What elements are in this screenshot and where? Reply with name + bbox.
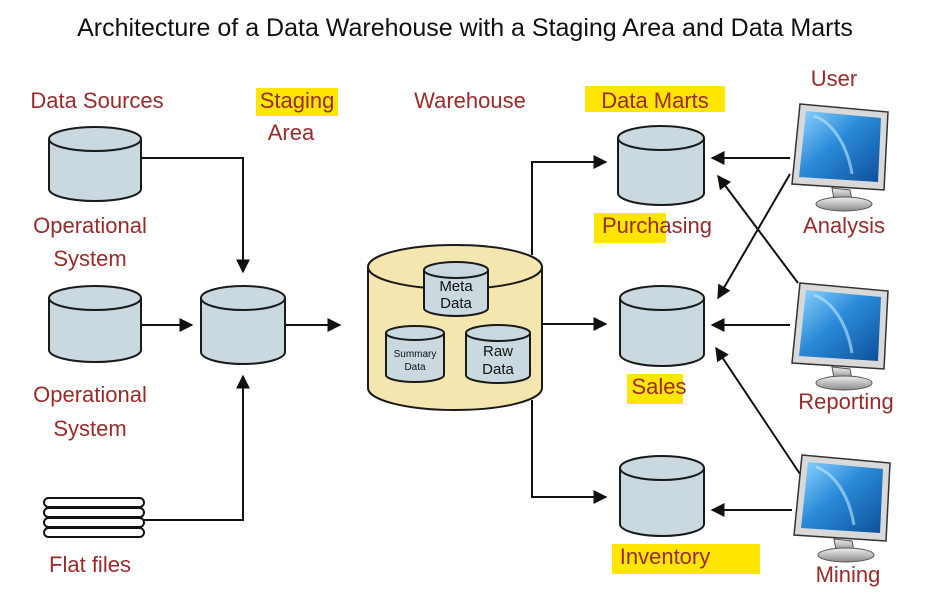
arrow-warehouse-to-inventory (531, 400, 608, 504)
flat-files-label: Flat files (49, 552, 131, 577)
summary-data-label-line1: Summary (394, 349, 437, 360)
arrow-warehouse-to-purchasing (531, 155, 608, 255)
header-warehouse: Warehouse (414, 88, 526, 113)
mining-label: Mining (816, 562, 881, 587)
highlight-purchasing (594, 213, 666, 243)
inventory-label: Inventory (620, 544, 711, 569)
mining-monitor-icon (793, 454, 891, 563)
header-staging-line1: Staging (260, 88, 335, 113)
highlight-staging (256, 88, 338, 116)
summary-data-cylinder (385, 325, 445, 383)
arrow-op1-to-staging (141, 157, 250, 274)
inventory-cylinder (619, 455, 705, 537)
arrow-reporting-to-purchasing (717, 174, 799, 284)
summary-data-label-line2: Data (404, 362, 426, 373)
source-cylinder-1 (48, 126, 142, 202)
sales-cylinder (619, 285, 705, 367)
header-data-sources: Data Sources (30, 88, 163, 113)
highlight-inventory (612, 544, 760, 574)
meta-data-cylinder (423, 261, 489, 317)
header-staging-line2: Area (268, 120, 315, 145)
purchasing-cylinder (617, 125, 705, 206)
sales-label: Sales (631, 374, 686, 399)
reporting-monitor-icon (791, 282, 889, 391)
purchasing-label: Purchasing (602, 213, 712, 238)
source-1-label-line2: System (53, 246, 126, 271)
arrow-flatfiles-to-staging (144, 374, 250, 521)
header-data-marts: Data Marts (601, 88, 709, 113)
arrow-mining-to-sales (715, 346, 801, 475)
header-user: User (811, 66, 857, 91)
arrow-analysis-to-sales (717, 173, 791, 300)
raw-data-label-line2: Data (482, 361, 514, 378)
flat-files-icon (43, 497, 145, 538)
analysis-monitor-icon (791, 103, 889, 212)
reporting-label: Reporting (798, 389, 893, 414)
raw-data-label-line1: Raw (483, 343, 513, 360)
source-1-label-line1: Operational (33, 213, 147, 238)
source-cylinder-2 (48, 285, 142, 363)
highlight-sales (627, 374, 683, 404)
meta-data-label-line2: Data (440, 295, 472, 312)
staging-cylinder (200, 285, 286, 365)
analysis-label: Analysis (803, 213, 885, 238)
meta-data-label-line1: Meta (439, 278, 473, 295)
source-2-label-line1: Operational (33, 382, 147, 407)
diagram-title: Architecture of a Data Warehouse with a … (77, 14, 853, 42)
highlight-data-marts (585, 86, 725, 112)
raw-data-cylinder (465, 324, 531, 384)
source-2-label-line2: System (53, 416, 126, 441)
